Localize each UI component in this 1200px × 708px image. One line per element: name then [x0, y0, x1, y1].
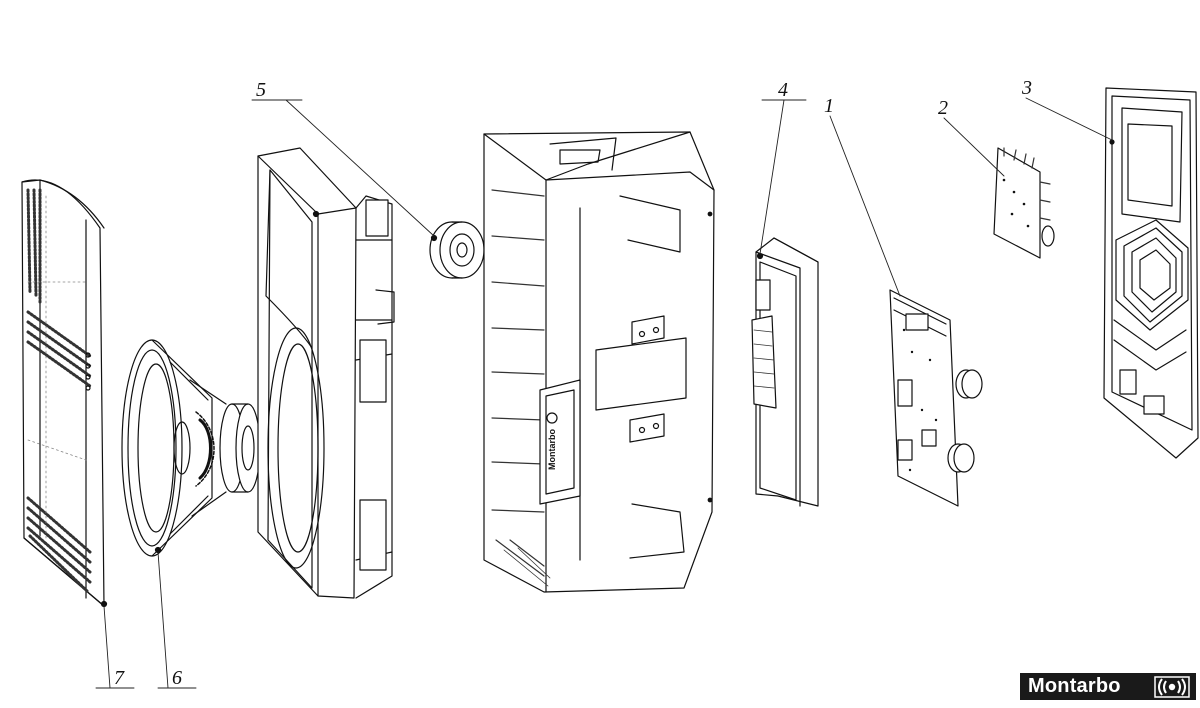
control-board — [993, 147, 1055, 259]
amplifier-board — [889, 289, 983, 507]
speaker-waves-icon — [1154, 675, 1190, 698]
brand-name: Montarbo — [1028, 675, 1121, 697]
front-grille — [21, 179, 108, 608]
compression-driver — [429, 221, 485, 279]
front-baffle — [257, 147, 395, 599]
callout-leaders — [95, 97, 1113, 689]
enclosure-logo-text: Montarbo — [547, 429, 557, 470]
callout-4: 4 — [778, 79, 788, 101]
callout-6: 6 — [172, 667, 182, 689]
callout-7: 7 — [114, 667, 125, 689]
amplifier-module — [751, 237, 819, 507]
woofer-magnet — [219, 403, 261, 493]
enclosure: Montarbo — [483, 131, 715, 593]
callout-1: 1 — [824, 95, 834, 117]
enclosure-logo: Montarbo — [546, 412, 558, 470]
woofer — [121, 339, 261, 557]
callout-numbers: 5 4 1 2 3 6 7 — [114, 77, 1032, 689]
callout-5: 5 — [256, 79, 266, 101]
callout-2: 2 — [938, 97, 948, 119]
callout-3: 3 — [1021, 77, 1032, 99]
enclosure-handle — [595, 315, 687, 443]
brand-logo: Montarbo — [1020, 673, 1196, 700]
rear-panel — [1103, 87, 1199, 459]
